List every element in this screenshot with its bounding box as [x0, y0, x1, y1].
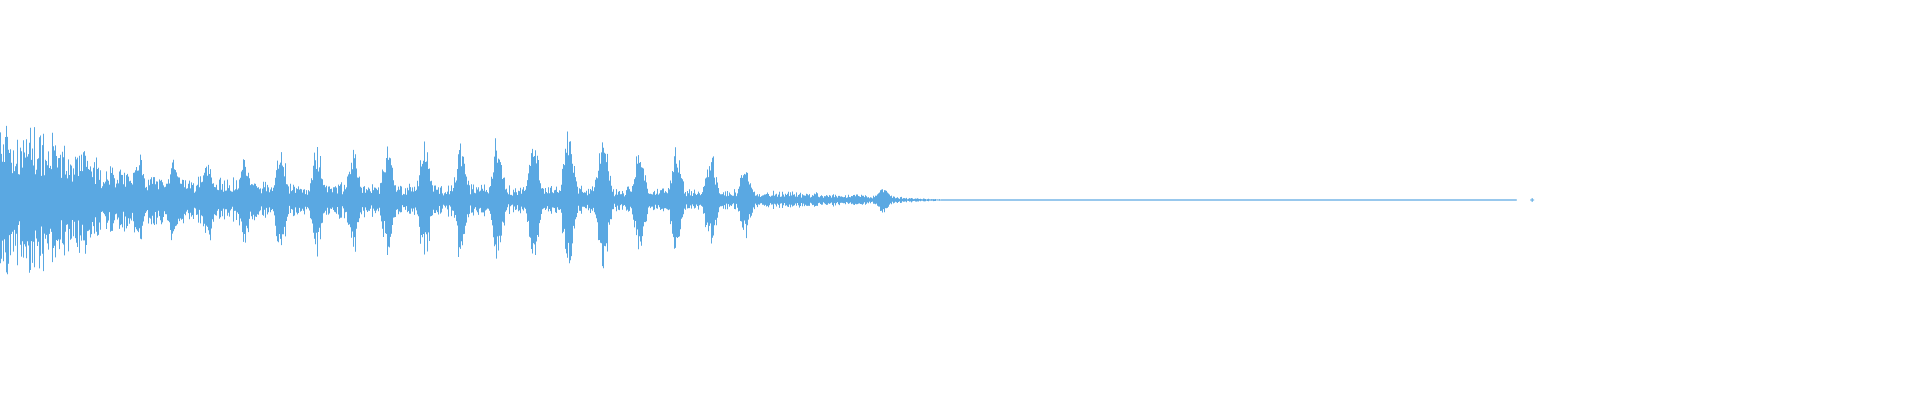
waveform-bars [0, 125, 941, 275]
waveform-samples [0, 125, 941, 275]
end-marker-icon [1530, 198, 1535, 202]
